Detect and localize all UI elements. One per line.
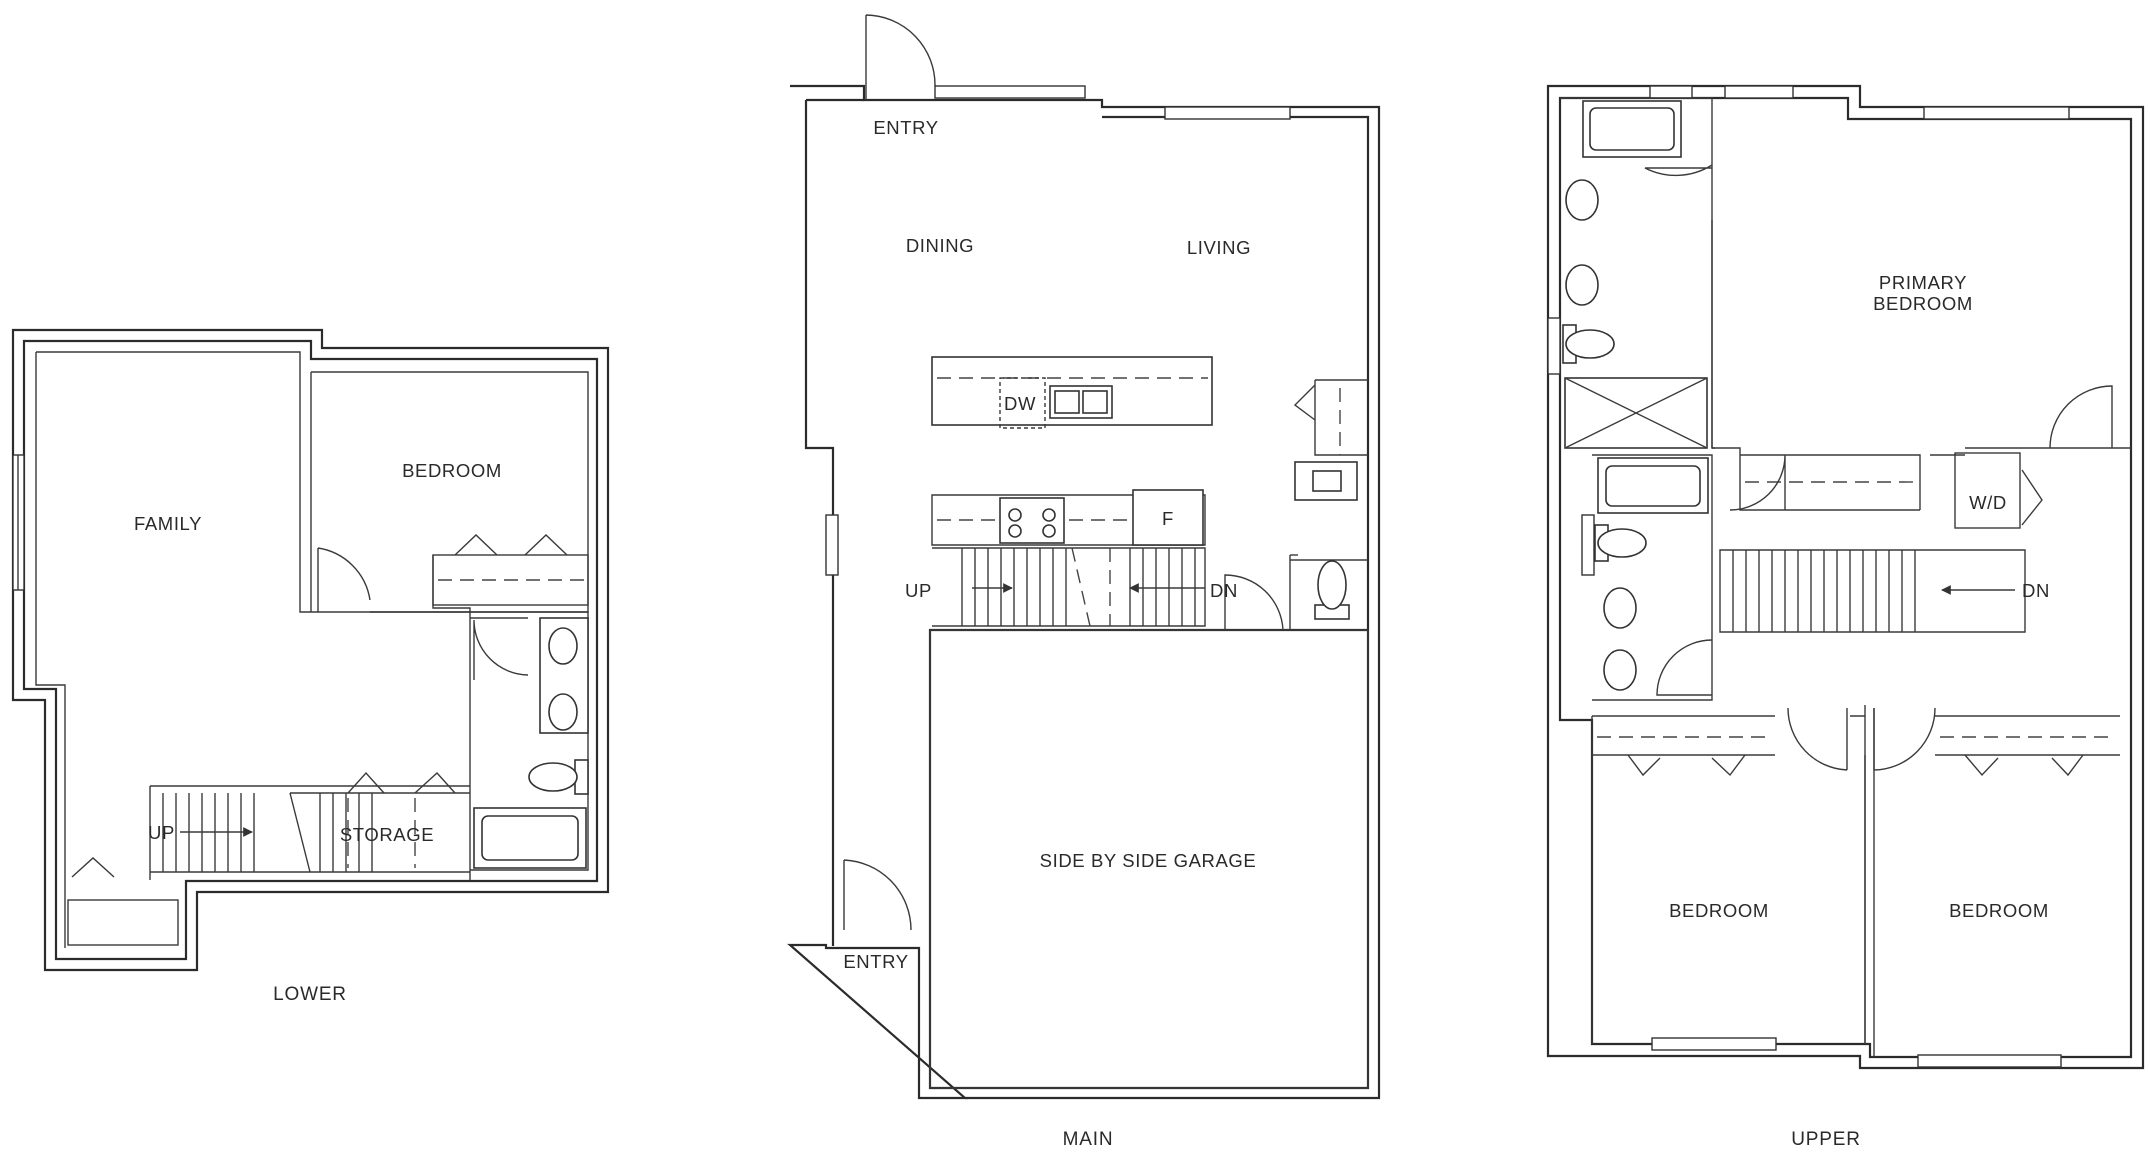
dishwasher — [999, 377, 1046, 429]
stove-icon — [999, 497, 1065, 544]
fridge — [1132, 489, 1204, 546]
toilet-bowl-icon — [1317, 560, 1347, 610]
room-label-primary-2: BEDROOM — [1873, 293, 1973, 314]
upper-inner-wall — [1558, 96, 2133, 1059]
kitchen-counter — [931, 494, 1206, 546]
lower-stairs-wall — [149, 785, 470, 880]
upper-floor-plan: W/D DN PRIM — [1546, 84, 2145, 1150]
room-label-entry-bottom: ENTRY — [843, 951, 908, 972]
upper-window — [1649, 85, 1693, 99]
room-label-bedroom-left: BEDROOM — [1669, 900, 1769, 921]
sink-icon — [548, 627, 578, 665]
garage-wall — [929, 629, 1369, 1089]
toilet-bowl-icon — [528, 762, 578, 792]
fixture-label-wd: W/D — [1969, 492, 2007, 513]
bedroom-right-door — [1873, 707, 1936, 771]
sink-icon — [1565, 179, 1599, 221]
floor-title-upper: UPPER — [1791, 1129, 1860, 1150]
lower-closet — [67, 899, 179, 946]
bedroom-door — [317, 547, 371, 612]
upper-window — [1724, 85, 1794, 99]
main-floor-plan: DW F — [787, 14, 1381, 1150]
upper-outer-wall — [1546, 84, 2145, 1070]
upper-window — [1917, 1054, 2062, 1068]
room-label-storage: STORAGE — [340, 824, 434, 845]
toilet-bowl-icon — [1565, 329, 1615, 359]
upper-window — [1651, 1037, 1777, 1051]
powder-room — [1289, 555, 1368, 630]
floor-title-lower: LOWER — [273, 984, 347, 1005]
room-label-garage: SIDE BY SIDE GARAGE — [1040, 850, 1257, 871]
stair-label-dn: DN — [1210, 580, 1238, 601]
primary-closet-door — [1729, 454, 1786, 511]
bedroom-wall — [311, 371, 589, 613]
sink-icon — [1603, 587, 1637, 629]
bedroom-right-wall — [1873, 708, 2120, 1057]
main-window — [825, 514, 839, 576]
bath-door — [473, 619, 529, 680]
main-entry-door-top — [865, 14, 936, 100]
fixture-label-fridge: F — [1162, 508, 1174, 529]
upper-window — [1547, 317, 1561, 375]
hall-bath-door — [1656, 639, 1713, 696]
toilet-bowl-icon — [1597, 528, 1647, 558]
room-label-bedroom-right: BEDROOM — [1949, 900, 2049, 921]
stair-label-up: UP — [905, 580, 932, 601]
upper-window — [1923, 106, 2070, 120]
room-label-dining: DINING — [906, 235, 974, 256]
bedroom-left-door — [1787, 707, 1848, 771]
lower-outer-wall — [11, 328, 610, 972]
sink-icon — [1603, 649, 1637, 691]
room-label-family: FAMILY — [134, 513, 202, 534]
upper-stairs — [1719, 549, 2026, 633]
sink-icon — [1565, 264, 1599, 306]
room-label-living: LIVING — [1187, 237, 1251, 258]
primary-bedroom-wall — [1711, 220, 1920, 511]
main-window — [1164, 106, 1291, 120]
upper-stair-treads — [1732, 550, 1916, 632]
primary-bath-door — [1644, 164, 1713, 177]
primary-bedroom-door — [2049, 385, 2113, 449]
laundry-closet — [1954, 452, 2021, 529]
main-entry-door-bottom — [843, 859, 912, 931]
floor-title-main: MAIN — [1063, 1129, 1114, 1150]
room-label-entry-top: ENTRY — [873, 117, 938, 138]
bedroom-closet — [432, 554, 589, 606]
main-outer-wall — [787, 84, 1381, 1100]
main-stairs — [932, 547, 1206, 627]
room-label-primary-1: PRIMARY — [1879, 272, 1967, 293]
coat-closet — [1314, 379, 1368, 456]
main-window — [934, 85, 1086, 99]
bath-wall — [470, 611, 589, 871]
stair-label-up: UP — [148, 822, 175, 843]
fixture-label-dw: DW — [1004, 393, 1036, 414]
hall-bath-wall — [1592, 454, 1713, 701]
sink-icon — [548, 693, 578, 731]
lower-inner-wall — [22, 339, 599, 961]
lower-floor-plan: FAMILY BEDROOM STORAGE UP LOWER — [11, 328, 610, 1005]
stair-label-dn: DN — [2022, 580, 2050, 601]
powder-room-door — [1224, 574, 1284, 631]
main-inner-wall — [804, 98, 864, 946]
family-room-wall — [36, 351, 311, 613]
main-stair-treads — [961, 548, 1196, 626]
room-label-bedroom: BEDROOM — [402, 460, 502, 481]
upper-window — [1581, 514, 1595, 576]
